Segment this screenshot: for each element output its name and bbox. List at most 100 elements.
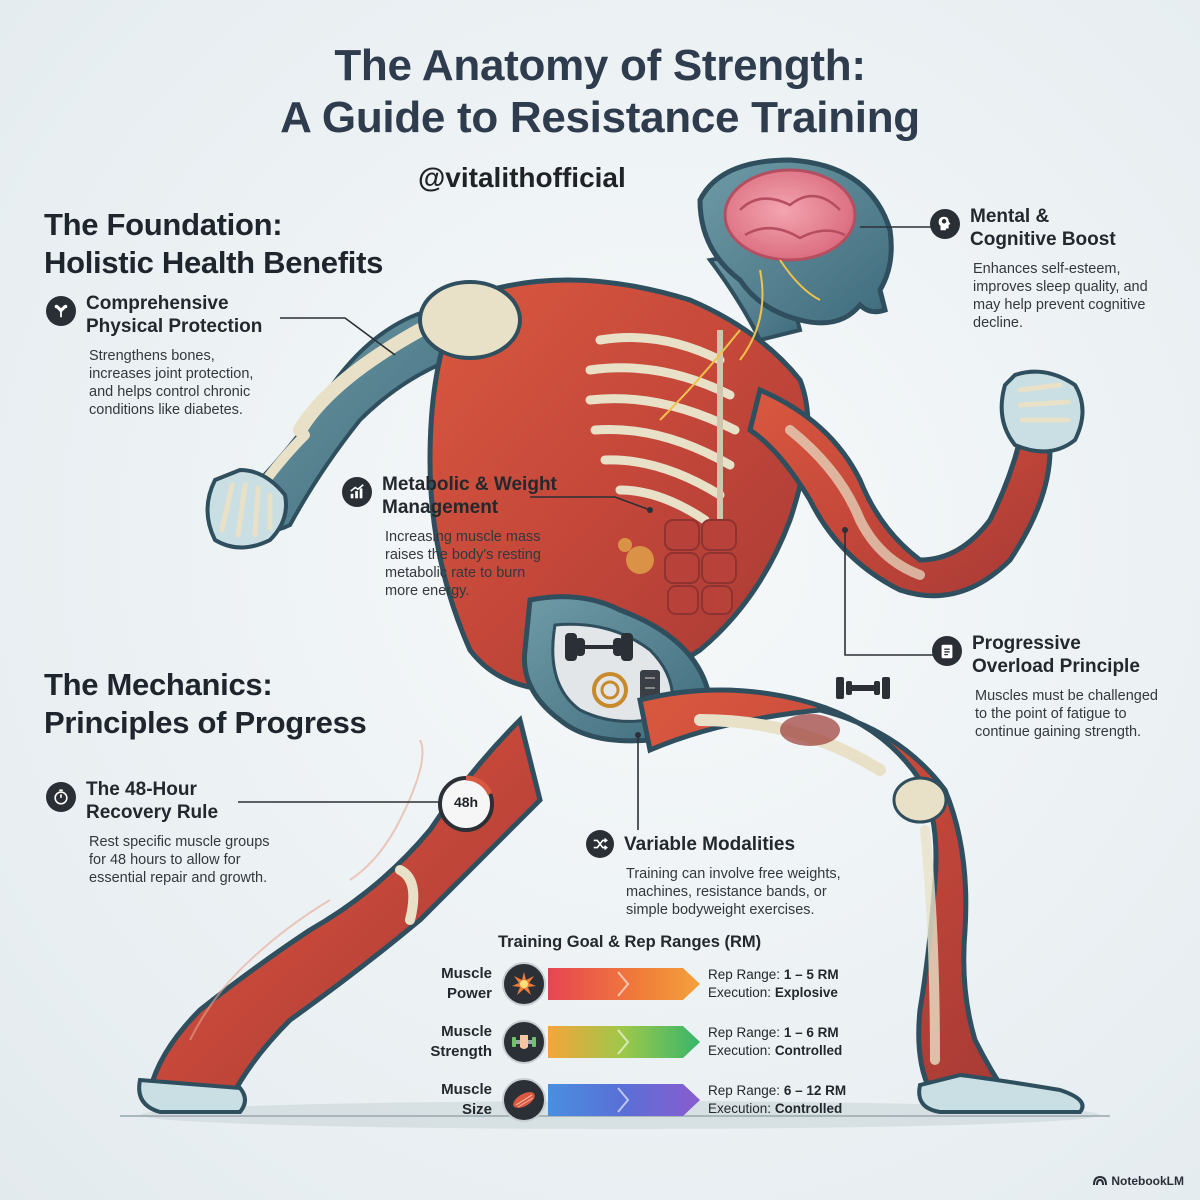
shuffle-icon [586, 830, 614, 858]
rep-info-power: Rep Range: 1 – 5 RM Execution: Explosive [708, 966, 839, 1002]
rep-goal-line1: Muscle [441, 1081, 492, 1098]
metabolic-title-line1: Metabolic & Weight [382, 474, 557, 495]
execution-value: Explosive [774, 985, 838, 1000]
foundation-section-title: The Foundation: Holistic Health Benefits [44, 206, 383, 282]
dumbbell-icon [836, 677, 890, 699]
mental-desc-line: Enhances self-esteem, [973, 261, 1121, 277]
rep-info-size: Rep Range: 6 – 12 RM Execution: Controll… [708, 1082, 846, 1118]
rep-row-size: Muscle Size Rep Range: 6 – 12 RM Executi… [418, 1078, 878, 1126]
callout-physical-protection: Comprehensive Physical Protection Streng… [46, 292, 346, 419]
modalities-title: Variable Modalities [624, 833, 796, 855]
overload-title-line1: Progressive [972, 633, 1081, 654]
rep-info-strength: Rep Range: 1 – 6 RM Execution: Controlle… [708, 1024, 842, 1060]
callout-recovery-rule: The 48-Hour Recovery Rule Rest specific … [46, 778, 306, 887]
rep-goal-label: Muscle Strength [418, 1022, 492, 1062]
recovery-desc-line: essential repair and growth. [89, 870, 268, 886]
head-brain-icon [930, 209, 960, 239]
recovery-desc: Rest specific muscle groups for 48 hours… [89, 833, 306, 887]
physical-desc-line: conditions like diabetes. [89, 402, 243, 418]
brand-watermark: NotebookLM [1093, 1174, 1184, 1188]
execution-label: Execution: [708, 985, 772, 1000]
callout-variable-modalities: Variable Modalities Training can involve… [586, 830, 886, 919]
physical-title-line2: Physical Protection [86, 316, 263, 337]
execution-label: Execution: [708, 1101, 772, 1116]
modalities-desc-line: machines, resistance bands, or [626, 884, 827, 900]
main-title-line1: The Anatomy of Strength: [334, 41, 866, 90]
timer-48h-badge [438, 775, 494, 832]
clipboard-icon [932, 636, 962, 666]
main-title: The Anatomy of Strength: A Guide to Resi… [0, 40, 1200, 144]
timer-badge-label: 48h [453, 794, 479, 810]
main-title-line2: A Guide to Resistance Training [280, 93, 920, 142]
modalities-desc: Training can involve free weights, machi… [626, 865, 886, 919]
rep-ranges-title: Training Goal & Rep Ranges (RM) [498, 933, 762, 951]
recovery-title-line2: Recovery Rule [86, 802, 219, 823]
rep-goal-line2: Strength [430, 1043, 492, 1060]
rep-goal-label: Muscle Power [418, 964, 492, 1004]
dumbbell-fist-icon [502, 1020, 546, 1064]
rep-goal-line2: Power [446, 985, 492, 1002]
physical-title-line1: Comprehensive [86, 293, 229, 314]
overload-desc-line: continue gaining strength. [975, 724, 1142, 740]
mechanics-title-line2: Principles of Progress [44, 705, 367, 740]
overload-desc: Muscles must be challenged to the point … [975, 687, 1192, 741]
rep-row-strength: Muscle Strength Rep Range: 1 – 6 RM Exec… [418, 1020, 878, 1068]
overload-desc-line: Muscles must be challenged [975, 688, 1158, 704]
physical-desc-line: increases joint protection, [89, 366, 254, 382]
foundation-title-line1: The Foundation: [44, 207, 283, 242]
rep-row-power: Muscle Power Rep Range: 1 – 5 RM Executi… [418, 962, 878, 1010]
mental-desc: Enhances self-esteem, improves sleep qua… [973, 260, 1190, 332]
mental-desc-line: decline. [973, 315, 1023, 331]
mental-desc-line: improves sleep quality, and [973, 279, 1148, 295]
mental-title: Mental & Cognitive Boost [970, 205, 1116, 251]
metabolic-title: Metabolic & Weight Management [382, 473, 557, 519]
mental-title-line1: Mental & [970, 206, 1050, 227]
rep-range-value: 1 – 5 RM [783, 967, 839, 982]
notebooklm-logo-icon [1093, 1176, 1108, 1186]
recovery-desc-line: for 48 hours to allow for [89, 852, 241, 868]
rep-bar-strength [548, 1026, 700, 1058]
callout-metabolic: Metabolic & Weight Management Increasing… [342, 473, 592, 600]
metabolic-desc-line: metabolic rate to burn [385, 565, 526, 581]
social-handle: @vitalithofficial [418, 162, 626, 193]
recovery-desc-line: Rest specific muscle groups [89, 834, 270, 850]
execution-label: Execution: [708, 1043, 772, 1058]
bone-icon [46, 296, 76, 326]
explosion-icon [502, 962, 546, 1006]
mental-title-line2: Cognitive Boost [970, 229, 1116, 250]
brand-name: NotebookLM [1111, 1174, 1184, 1188]
callout-mental-cognitive: Mental & Cognitive Boost Enhances self-e… [930, 205, 1190, 332]
timer-icon [46, 782, 76, 812]
rep-range-label: Rep Range: [708, 1025, 781, 1040]
mental-desc-line: may help prevent cognitive [973, 297, 1146, 313]
muscle-fiber-icon [502, 1078, 546, 1122]
rep-range-label: Rep Range: [708, 967, 781, 982]
rep-range-value: 6 – 12 RM [783, 1083, 847, 1098]
physical-desc-line: Strengthens bones, [89, 348, 215, 364]
rep-bar-size [548, 1084, 700, 1116]
callout-progressive-overload: Progressive Overload Principle Muscles m… [932, 632, 1192, 741]
physical-protection-title: Comprehensive Physical Protection [86, 292, 262, 338]
rep-range-value: 1 – 6 RM [783, 1025, 839, 1040]
metabolic-desc-line: raises the body's resting [385, 547, 541, 563]
metabolic-desc-line: more energy. [385, 583, 470, 599]
metabolic-desc-line: Increasing muscle mass [385, 529, 541, 545]
rep-goal-line1: Muscle [441, 965, 492, 982]
physical-protection-desc: Strengthens bones, increases joint prote… [89, 347, 346, 419]
execution-value: Controlled [774, 1043, 843, 1058]
rep-range-label: Rep Range: [708, 1083, 781, 1098]
metabolic-title-line2: Management [382, 497, 499, 518]
recovery-title: The 48-Hour Recovery Rule [86, 778, 218, 824]
overload-desc-line: to the point of fatigue to [975, 706, 1127, 722]
rep-goal-label: Muscle Size [418, 1080, 492, 1120]
rep-goal-line1: Muscle [441, 1023, 492, 1040]
modalities-desc-line: simple bodyweight exercises. [626, 902, 815, 918]
overload-title: Progressive Overload Principle [972, 632, 1140, 678]
physical-desc-line: and helps control chronic [89, 384, 251, 400]
mechanics-title-line1: The Mechanics: [44, 667, 273, 702]
recovery-title-line1: The 48-Hour [86, 779, 197, 800]
metabolic-desc: Increasing muscle mass raises the body's… [385, 528, 592, 600]
execution-value: Controlled [774, 1101, 843, 1116]
rep-bar-power [548, 968, 700, 1000]
rep-goal-line2: Size [461, 1101, 492, 1118]
